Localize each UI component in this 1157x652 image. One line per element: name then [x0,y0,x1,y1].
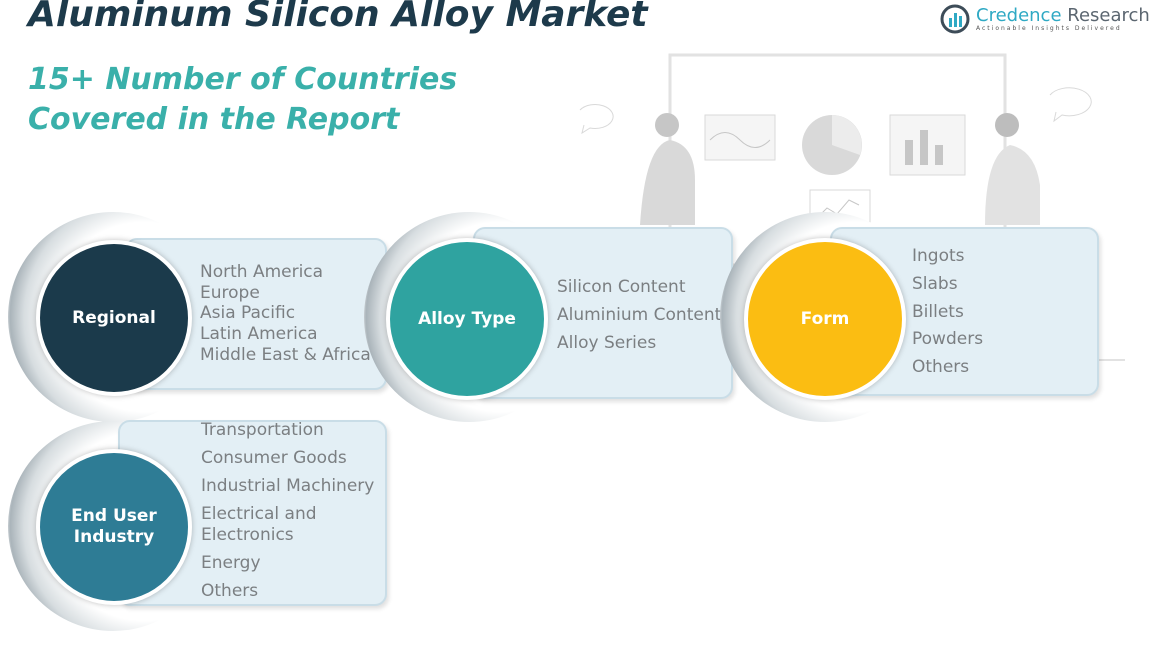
subtitle-line-1: 15+ Number of Countries [28,62,458,97]
list-item: Billets [912,301,964,322]
logo-icon [940,4,970,34]
list-item: Latin America [200,324,318,345]
logo-name-2: Research [1067,4,1150,26]
presentation-illustration [579,53,1125,361]
list-item: Electrical and [201,504,317,524]
enduser-label-2: Industry [73,527,155,547]
list-item: Transportation [201,420,324,440]
alloy-circle: Alloy Type [386,238,548,400]
list-item: Energy [201,553,261,573]
list-item: Electronics [201,525,294,545]
list-item: Others [201,581,259,601]
list-item: Slabs [912,273,958,294]
page-title: Aluminum Silicon Alloy Market [28,0,648,35]
enduser-label-1: End User [71,506,157,526]
regional-circle: Regional [36,240,192,396]
logo-name-1: Credence [976,4,1062,26]
list-item: Silicon Content [557,277,686,297]
list-item: Ingots [912,246,965,266]
list-item: Asia Pacific [200,303,296,324]
list-item: Aluminium Content [557,305,722,325]
list-item: Powders [912,329,984,350]
subtitle-line-2: Covered in the Report [28,102,400,137]
logo-tagline: Actionable Insights Delivered [976,24,1122,32]
list-item: Middle East & Africa [200,344,371,365]
list-item: Consumer Goods [201,448,347,468]
list-item: Alloy Series [557,333,657,353]
form-circle: Form [744,238,906,400]
list-item: Industrial Machinery [201,476,375,496]
list-item: Others [912,357,970,378]
list-item: Europe [200,282,260,303]
list-item: North America [200,262,324,282]
